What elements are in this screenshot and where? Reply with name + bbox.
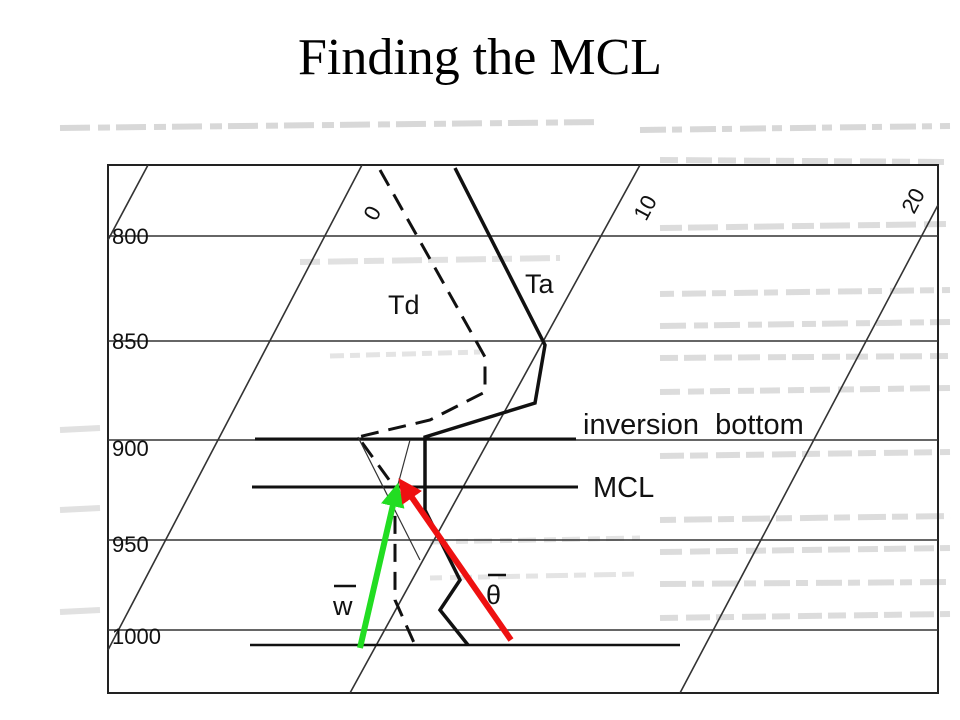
isotherm-20 bbox=[679, 204, 939, 694]
dewpoint-label: Td bbox=[388, 290, 420, 320]
background-scan-text bbox=[59, 119, 951, 621]
mixing-ratio-guide bbox=[395, 439, 411, 493]
plot-frame bbox=[107, 164, 939, 694]
isotherm-left bbox=[107, 164, 149, 241]
air-temperature-curve bbox=[423, 167, 547, 647]
dewpoint-curve bbox=[355, 169, 487, 646]
air-temperature-label: Ta bbox=[525, 269, 555, 299]
mixing-ratio-arrow bbox=[357, 482, 405, 649]
isobar-lines bbox=[108, 235, 938, 631]
pressure-label-800: 800 bbox=[112, 224, 149, 249]
pressure-label-1000: 1000 bbox=[112, 624, 161, 649]
inversion-bottom-label: inversion bottom bbox=[583, 409, 804, 441]
potential-temperature-arrow bbox=[398, 478, 514, 642]
mean-potential-temperature-label: θ bbox=[486, 580, 501, 610]
mcl-label: MCL bbox=[593, 472, 654, 504]
mean-mixing-ratio-label: w bbox=[332, 591, 353, 621]
pressure-label-900: 900 bbox=[112, 436, 149, 461]
isotherm-label-0: 0 bbox=[358, 202, 386, 225]
pressure-label-950: 950 bbox=[112, 532, 149, 557]
isotherm-label-20: 20 bbox=[896, 184, 930, 217]
pressure-label-850: 850 bbox=[112, 329, 149, 354]
page-title: Finding the MCL bbox=[297, 29, 663, 86]
isotherm-0 bbox=[107, 164, 363, 651]
isotherm-label-10: 10 bbox=[628, 191, 662, 224]
